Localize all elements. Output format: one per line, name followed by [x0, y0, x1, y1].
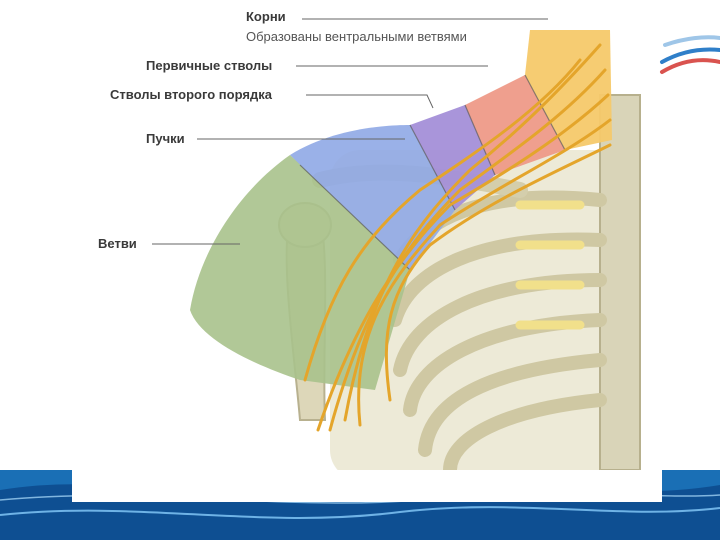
primary-trunks-label: Первичные стволы — [146, 58, 272, 73]
cords-label: Пучки — [146, 131, 185, 146]
logo-icon — [662, 37, 720, 72]
secondary-trunks-label: Стволы второго порядка — [110, 87, 272, 102]
footer-decoration — [0, 470, 720, 540]
branches-label: Ветви — [98, 236, 137, 251]
roots-label: Корни — [246, 9, 286, 24]
roots-description: Образованы вентральными ветвями — [246, 29, 467, 44]
